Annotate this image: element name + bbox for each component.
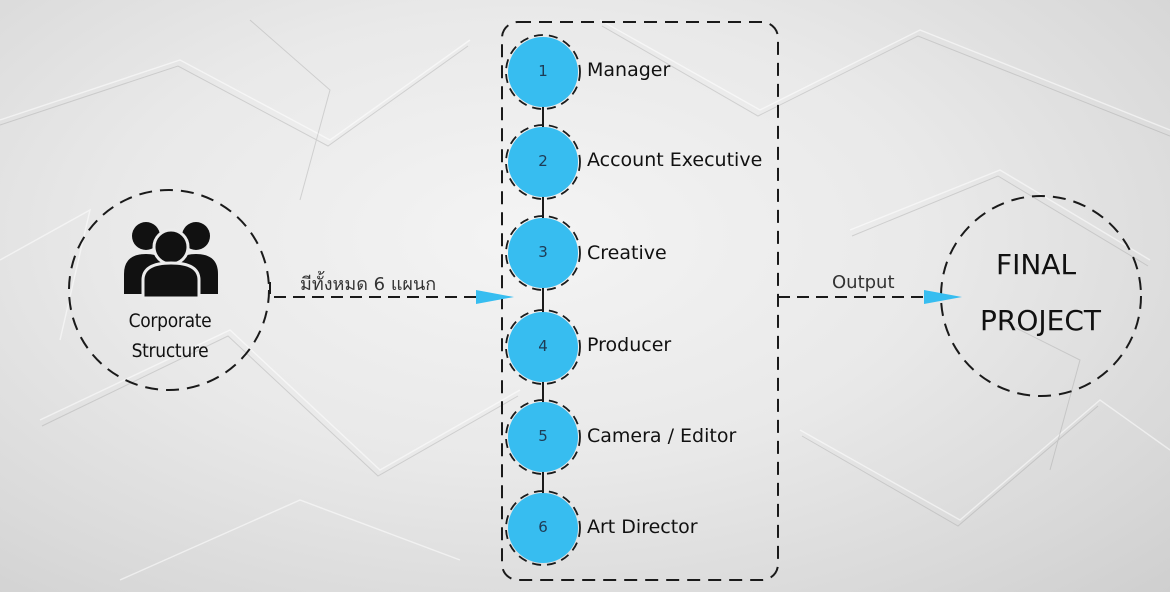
stage-name-camera-editor: Camera / Editor [587, 425, 737, 447]
stage-name-manager: Manager [587, 59, 671, 81]
stage-number: 6 [538, 518, 548, 536]
stage-number: 5 [538, 427, 548, 445]
input-arrow-head [476, 290, 514, 304]
final-project-label-line1: FINAL [996, 248, 1077, 281]
output-label: Output [832, 272, 895, 293]
stage-node [505, 124, 581, 200]
stage-name-account-executive: Account Executive [587, 149, 763, 171]
stage-name-art-director: Art Director [587, 516, 698, 538]
stage-node [505, 309, 581, 385]
stage-name-producer: Producer [587, 334, 672, 356]
input-connector [269, 282, 478, 298]
final-project-label-line2: PROJECT [980, 304, 1101, 337]
people-group-icon [124, 222, 218, 300]
stage-number: 4 [538, 337, 548, 355]
stage-number: 2 [538, 152, 548, 170]
stage-node [505, 34, 581, 110]
stage-node [505, 215, 581, 291]
stages-container [501, 21, 779, 581]
stage-number: 3 [538, 243, 548, 261]
stage-node [505, 490, 581, 566]
output-arrow-head [924, 290, 962, 304]
corporate-structure-label-line1: Corporate [128, 310, 212, 332]
stage-name-creative: Creative [587, 242, 667, 264]
stage-number: 1 [538, 62, 548, 80]
departments-count-label: มีทั้งหมด 6 แผนก [300, 274, 437, 295]
corporate-structure-label-line2: Structure [131, 340, 209, 362]
final-project-circle [940, 195, 1142, 397]
stage-node [505, 399, 581, 475]
